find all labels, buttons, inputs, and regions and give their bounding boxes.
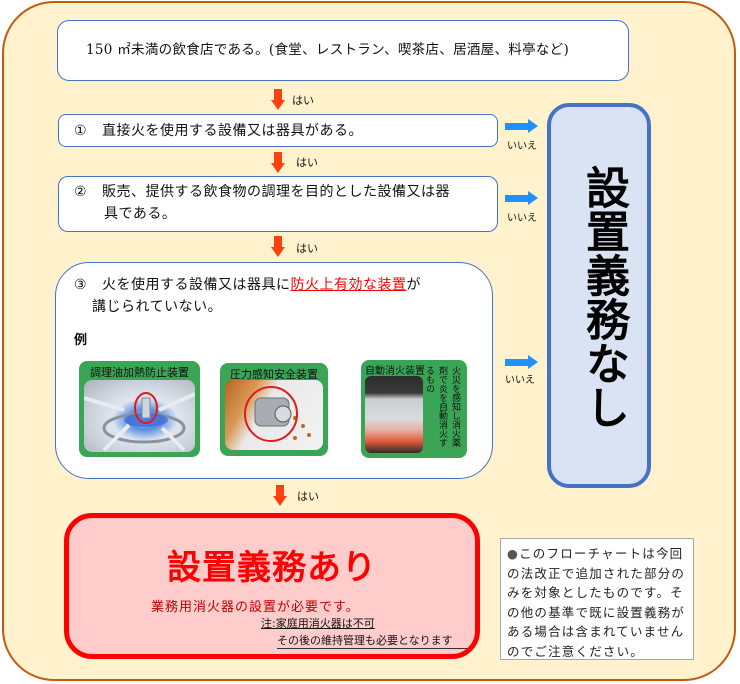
valve-illustration	[244, 386, 311, 442]
no-label-2: いいえ	[507, 213, 537, 224]
bullet-icon: ●	[507, 546, 520, 561]
example-label: 例	[74, 333, 88, 348]
yes-label-2: はい	[296, 156, 318, 169]
fire-prevention-device-highlight: 防火上有効な装置	[290, 277, 407, 293]
question-1-text: 直接火を使用する設備又は器具がある。	[102, 123, 364, 139]
example-card-label: 調理油加熱防止装置	[90, 366, 189, 379]
example-card-pressure-sensing-safety: 圧力感知安全装置	[220, 363, 328, 456]
question-box-2: ② 具である。 販売、提供する飲食物の調理を目的とした設備又は器 具である。	[58, 176, 498, 232]
no-label-1: いいえ	[507, 141, 537, 152]
footnote-text: このフローチャートは今回の法改正で追加された部分のみを対象としたものです。その他…	[507, 546, 686, 659]
result-required-title: 設置義務あり	[167, 548, 377, 588]
result-required-box: 設置義務あり 業務用消火器の設置が必要です。 注:家庭用消火器は不可 その後の維…	[64, 513, 480, 659]
question-3-text: 火を使用する設備又は器具に	[102, 277, 291, 293]
no-label-3: いいえ	[505, 375, 535, 386]
auto-extinguisher-description: 火災を感知し消火薬剤で炎を自動消火するもの	[424, 366, 460, 447]
question-restaurant-size-text: 150 ㎡未満の飲食店である。(食堂、レストラン、喫茶店、居酒屋、料亭など)	[86, 42, 570, 58]
yes-arrow-2	[271, 152, 285, 174]
example-card-automatic-fire-extinguishing: 自動消火装置 火災を感知し消火薬剤で炎を自動消火するもの	[361, 360, 467, 458]
yes-arrow-3	[271, 236, 285, 258]
question-1-number: ①	[74, 123, 88, 139]
yes-label-3: はい	[296, 242, 318, 255]
result-not-required-box: 設置義務なし	[547, 103, 651, 488]
example-card-oil-overheat-prevention: 調理油加熱防止装置	[79, 361, 200, 457]
example-card-label: 自動消火装置	[365, 366, 425, 377]
yes-label-4: はい	[297, 490, 319, 503]
no-arrow-3	[505, 355, 539, 369]
question-2-number: ②	[74, 184, 88, 200]
question-3-text-continued: 講じられていない。	[92, 299, 223, 315]
result-required-note-household: 注:家庭用消火器は不可	[261, 617, 375, 630]
question-3-number: ③	[74, 277, 88, 293]
yes-label-1: はい	[292, 94, 314, 107]
yes-arrow-1	[271, 89, 285, 111]
result-required-note-maintenance: その後の維持管理も必要となります	[277, 632, 467, 649]
question-box-restaurant-size: 150 ㎡未満の飲食店である。(食堂、レストラン、喫茶店、居酒屋、料亭など)	[57, 20, 629, 81]
burner-illustration	[84, 392, 195, 452]
pressure-valve-photo	[225, 380, 323, 450]
result-required-subtitle: 業務用消火器の設置が必要です。	[151, 600, 360, 615]
question-2-text-continued: 具である。	[104, 206, 177, 222]
no-arrow-2	[505, 191, 539, 205]
question-box-3: ③ 火を使用する設備又は器具に防火上有効な装置が 講じられていない。 例 調理油…	[55, 262, 493, 479]
result-not-required-title: 設置義務なし	[578, 165, 629, 429]
range-hood-fire-photo	[365, 376, 423, 453]
no-arrow-1	[505, 119, 539, 133]
yes-arrow-4	[273, 485, 287, 507]
question-box-1: ① 直接火を使用する設備又は器具がある。	[58, 114, 498, 147]
gas-burner-photo	[84, 380, 195, 452]
question-3-text-suffix: が	[406, 277, 422, 293]
footnote-box: ●このフローチャートは今回の法改正で追加された部分のみを対象としたものです。その…	[500, 538, 694, 660]
example-card-label: 圧力感知安全装置	[230, 368, 318, 381]
question-2-text: 販売、提供する飲食物の調理を目的とした設備又は器	[102, 184, 451, 200]
